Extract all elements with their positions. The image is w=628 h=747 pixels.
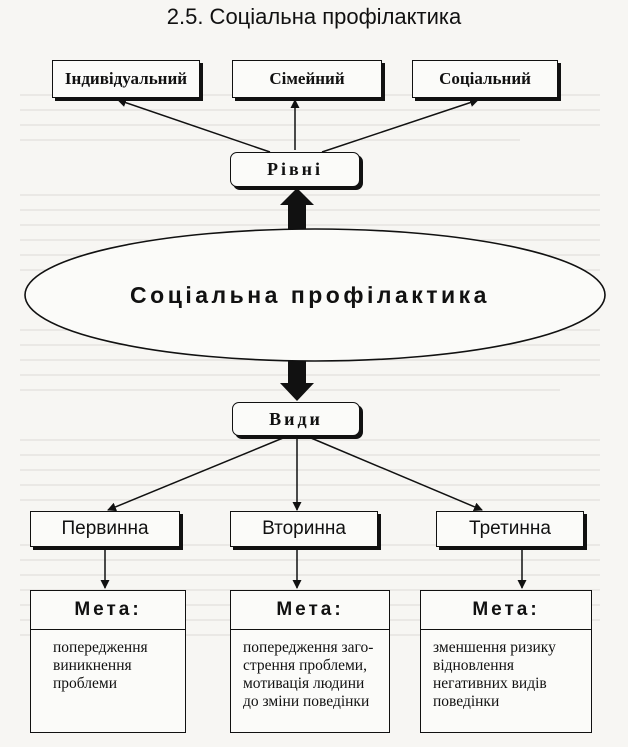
goal-tertiary-text: зменшення ризику відновлення негативних … <box>433 639 556 710</box>
goal-secondary-text: попередження заго-стрення проблеми, моти… <box>243 639 374 710</box>
level-social: Соціальний <box>412 60 558 98</box>
level-social-label: Соціальний <box>439 69 531 88</box>
type-tertiary-label: Третинна <box>469 518 551 539</box>
type-secondary: Вторинна <box>230 511 378 547</box>
level-family-label: Сімейний <box>269 69 345 88</box>
arrow-to-individual <box>117 98 271 153</box>
arrow-to-tertiary <box>310 437 483 512</box>
type-secondary-label: Вторинна <box>262 518 346 539</box>
thick-arrow-down-icon <box>280 358 314 401</box>
type-primary-label: Первинна <box>61 518 149 539</box>
type-tertiary: Третинна <box>436 511 584 547</box>
goal-primary-heading: Мета: <box>31 591 185 630</box>
level-family: Сімейний <box>232 60 382 98</box>
goal-tertiary: Мета: зменшення ризику відновлення негат… <box>420 590 592 733</box>
goal-tertiary-heading: Мета: <box>421 591 591 630</box>
arrow-to-social <box>321 98 479 153</box>
goal-secondary: Мета: попередження заго-стрення проблеми… <box>230 590 390 733</box>
types-node: Види <box>232 402 360 436</box>
level-individual-label: Індивідуальний <box>64 69 188 88</box>
goal-primary: Мета: попередження виникнення проблеми <box>30 590 186 733</box>
levels-node-label: Рівні <box>266 159 324 179</box>
level-individual: Індивідуальний <box>52 60 200 98</box>
goal-secondary-heading: Мета: <box>231 591 389 630</box>
goal-primary-text: попередження виникнення проблеми <box>53 639 148 692</box>
page-title: 2.5. Соціальна профілактика <box>166 4 462 29</box>
arrow-to-primary <box>107 437 284 512</box>
central-ellipse <box>24 228 606 362</box>
levels-node: Рівні <box>230 152 360 187</box>
type-primary: Первинна <box>30 511 180 547</box>
thick-arrow-up-icon <box>280 188 314 240</box>
central-label: Соціальна профілактика <box>130 282 490 308</box>
types-node-label: Види <box>269 408 323 429</box>
